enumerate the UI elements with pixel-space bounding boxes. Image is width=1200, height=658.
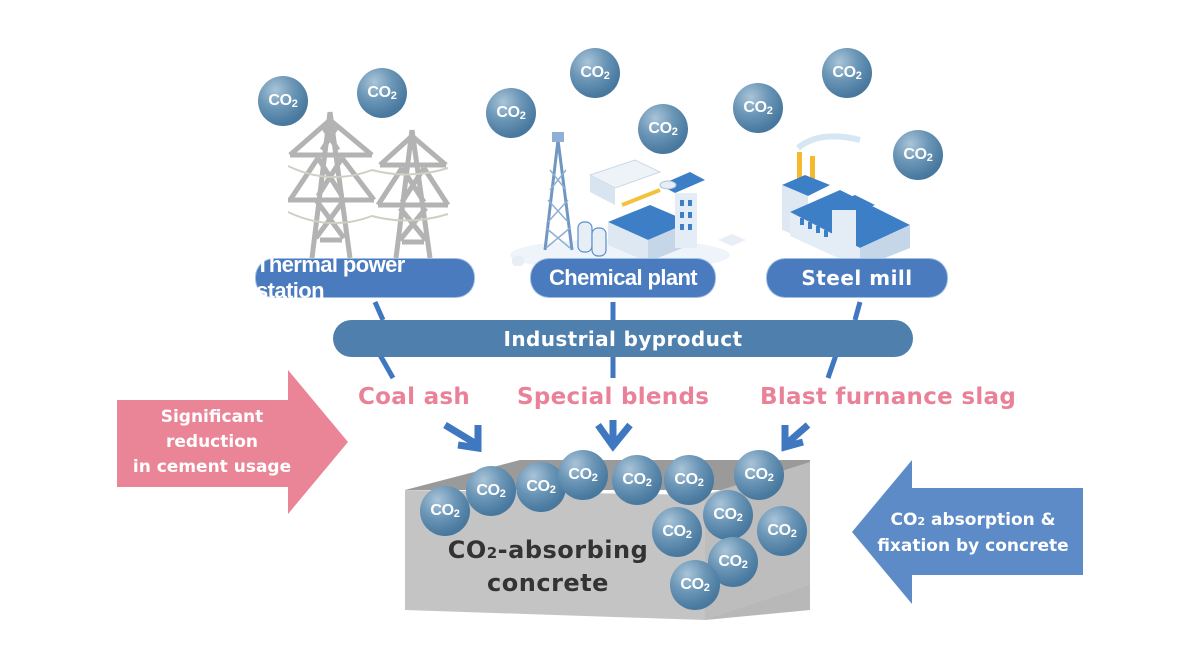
cement-line-1: Significant	[160, 407, 264, 427]
absorption-sub: 2	[917, 515, 926, 528]
co2-bubble-subscript: 2	[390, 90, 397, 102]
co2-bubble-text: CO	[713, 506, 737, 523]
co2-bubble-subscript: 2	[697, 477, 704, 489]
co2-bubble-subscript: 2	[671, 126, 678, 138]
arrow-coal-ash	[443, 422, 482, 453]
co2-bubble-text: CO	[832, 64, 856, 81]
co2-bubble-text: CO	[743, 99, 767, 116]
byproduct-bar: Industrial byproduct	[333, 320, 913, 357]
co2-bubble-text: CO	[526, 478, 550, 495]
absorption-line-2: fixation by concrete	[877, 536, 1069, 556]
co2-absorption-arrow	[852, 460, 1083, 604]
source-label-chemical: Chemical plant	[548, 265, 698, 290]
co2-bubble-text: CO	[568, 466, 592, 483]
co2-bubble-subscript: 2	[790, 528, 797, 540]
co2-bubble-text: CO	[268, 92, 292, 109]
co2-bubble-text: CO	[662, 523, 686, 540]
co2-bubble-subscript: 2	[926, 152, 933, 164]
cement-reduction-text: Significant reduction in cement usage	[117, 405, 307, 480]
co2-bubble-subscript: 2	[291, 98, 298, 110]
co2-bubble-subscript: 2	[766, 105, 773, 117]
co2-bubble-text: CO	[744, 466, 768, 483]
co2-bubble-subscript: 2	[603, 70, 610, 82]
flow-arrows	[443, 420, 811, 453]
co2-bubble-subscript: 2	[703, 582, 710, 594]
co2-bubble-text: CO	[476, 482, 500, 499]
concrete-label: CO2-absorbing concrete	[428, 535, 668, 598]
co2-bubble-text: CO	[496, 104, 520, 121]
co2-bubble-subscript: 2	[685, 529, 692, 541]
co2-bubble-text: CO	[648, 120, 672, 137]
co2-bubble-text: CO	[430, 502, 454, 519]
co2-bubble-subscript: 2	[736, 512, 743, 524]
cement-line-2: reduction	[166, 432, 258, 452]
co2-bubble-text: CO	[622, 471, 646, 488]
arrow-slag	[781, 422, 811, 452]
co2-absorption-text: CO2 absorption & fixation by concrete	[862, 508, 1084, 559]
cement-line-3: in cement usage	[132, 457, 292, 477]
material-blast-furnace-slag: Blast furnance slag	[760, 384, 1017, 410]
concrete-sub: 2	[486, 544, 498, 562]
source-label-thermal: Thermal power station	[256, 252, 405, 303]
absorption-rest: absorption &	[925, 510, 1056, 530]
co2-bubble-text: CO	[718, 553, 742, 570]
byproduct-label: Industrial byproduct	[503, 326, 743, 351]
co2-bubble-text: CO	[367, 84, 391, 101]
concrete-co: CO	[447, 536, 487, 564]
arrow-special-blends	[595, 420, 633, 452]
co2-bubble-subscript: 2	[741, 559, 748, 571]
absorption-co: CO	[890, 510, 918, 530]
co2-bubble-text: CO	[680, 576, 704, 593]
source-label-steel: Steel mill	[801, 266, 913, 290]
co2-bubble-subscript: 2	[519, 110, 526, 122]
chemical-plant-icon	[510, 132, 746, 271]
power-tower-icon	[287, 111, 451, 259]
source-pill-chemical: Chemical plant	[531, 259, 715, 297]
material-special-blends: Special blends	[517, 384, 710, 410]
co2-bubble-text: CO	[767, 522, 791, 539]
co2-bubble-text: CO	[674, 471, 698, 488]
connector-lines	[372, 300, 863, 380]
co2-bubble-subscript: 2	[453, 508, 460, 520]
co2-bubble-subscript: 2	[591, 472, 598, 484]
co2-bubble-subscript: 2	[767, 472, 774, 484]
co2-bubble-text: CO	[903, 146, 927, 163]
source-pill-steel: Steel mill	[767, 259, 947, 297]
cement-reduction-arrow	[117, 370, 348, 514]
concrete-line-2: concrete	[487, 569, 609, 597]
steel-mill-icon	[782, 133, 910, 268]
co2-bubble-subscript: 2	[499, 488, 506, 500]
co2-bubble-subscript: 2	[549, 484, 556, 496]
concrete-rest: -absorbing	[497, 536, 649, 564]
material-coal-ash: Coal ash	[358, 384, 471, 410]
source-pill-thermal: Thermal power station	[256, 252, 474, 303]
co2-bubble-subscript: 2	[645, 477, 652, 489]
co2-bubble-subscript: 2	[855, 70, 862, 82]
power-lines	[287, 165, 449, 225]
co2-bubble-text: CO	[580, 64, 604, 81]
